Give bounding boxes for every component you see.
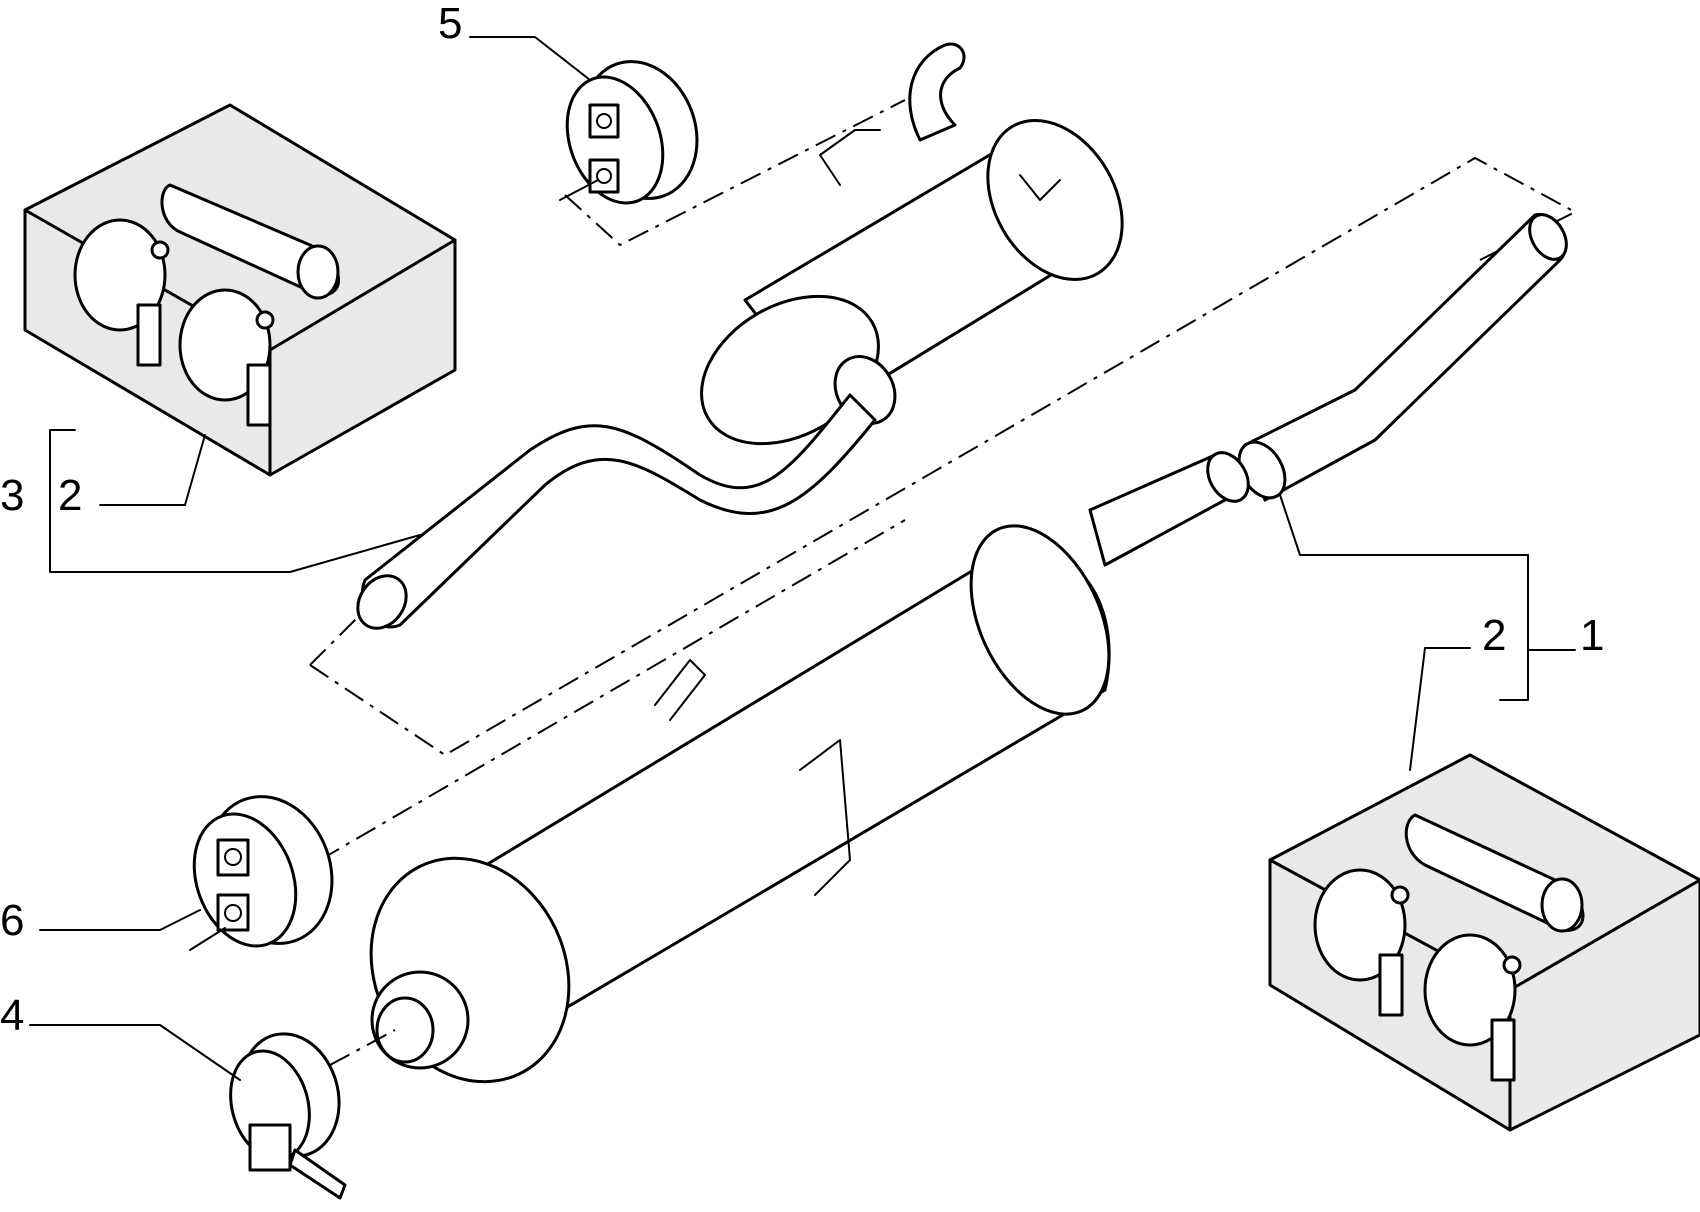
callout-3: 3 [0, 471, 24, 520]
callout-leaders [29, 36, 1576, 1081]
pipe-clamp-icon [1313, 868, 1522, 1082]
callout-2-left: 2 [58, 471, 82, 520]
callout-5: 5 [438, 0, 462, 48]
rubber-mount-lower [189, 795, 334, 951]
clamp-kit-box-left [23, 103, 457, 477]
callout-4: 4 [0, 991, 24, 1040]
intermediate-pipe [356, 393, 877, 630]
callout-6: 6 [0, 896, 24, 945]
callout-2-right: 2 [1482, 611, 1506, 660]
sleeve-pipe-icon [160, 183, 341, 300]
exhaust-clamp [229, 1029, 396, 1200]
clamp-kit-box-right [1268, 753, 1700, 1132]
callout-1: 1 [1580, 611, 1604, 660]
tailpipe-section [1237, 213, 1568, 502]
pipe-clamp-icon [73, 218, 275, 427]
front-silencer [369, 451, 1250, 1084]
rubber-mount-upper [559, 60, 699, 205]
rear-silencer [700, 42, 1124, 446]
sleeve-pipe-icon [1404, 813, 1585, 933]
